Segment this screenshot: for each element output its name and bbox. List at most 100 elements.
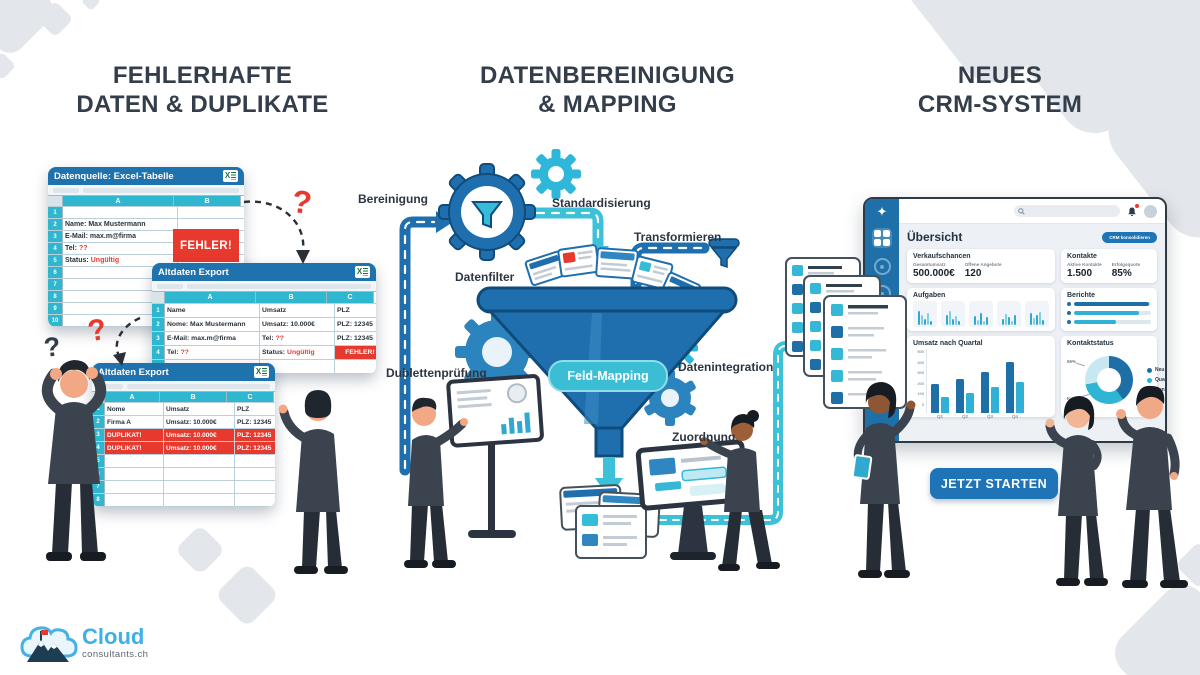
x-label: Q2 <box>961 414 968 419</box>
corner-cell <box>48 196 63 206</box>
avatar[interactable] <box>1144 204 1157 218</box>
cell: Tel: ?? <box>63 243 178 254</box>
cell <box>335 360 376 373</box>
excel-icon: X <box>355 266 370 278</box>
label-datenintegration: Datenintegration <box>678 360 774 374</box>
row-number: 9 <box>48 303 63 314</box>
crm-header-button[interactable]: CRM konsolidieren <box>1102 231 1157 243</box>
bullet-dot <box>1067 320 1071 324</box>
table-row: 8 <box>92 494 275 507</box>
row-number: 3 <box>48 231 63 242</box>
card-kontakte: Kontakte Aktive Kontakte 1.500 Erfolgsqu… <box>1061 249 1157 283</box>
legend-item: Kunde <box>1147 387 1165 393</box>
row-number: 4 <box>92 442 105 454</box>
row-number: 2 <box>152 318 165 331</box>
aufgaben-charts <box>913 301 1049 327</box>
donut-callout-pct: 55% <box>1067 359 1077 364</box>
presentation-board <box>446 374 544 538</box>
stat: Gesamtumsatz 500.000€ <box>913 262 955 279</box>
sidebar-dashboard-icon[interactable] <box>872 228 892 248</box>
excel-icon: X <box>254 366 269 378</box>
jetzt-starten-button[interactable]: JETZT STARTEN <box>930 468 1058 499</box>
bar <box>966 393 974 413</box>
legend-dot <box>1147 367 1152 373</box>
bullet-dot <box>1067 311 1071 315</box>
arrow-down-funnel <box>595 458 623 498</box>
cell: Tel: ?? <box>260 332 335 345</box>
callout-line <box>1076 362 1085 367</box>
cell <box>105 468 164 480</box>
notifications-bell-icon[interactable] <box>1126 204 1139 217</box>
corner-cell <box>152 292 165 303</box>
cell: PLZ <box>335 304 376 317</box>
sidebar-users-icon[interactable] <box>873 285 891 302</box>
table-row: 7 <box>92 481 275 494</box>
cell <box>164 494 235 506</box>
cell: Umsatz: 10.000€ <box>164 442 235 454</box>
search-input[interactable] <box>1014 205 1120 217</box>
report-bar <box>1067 320 1151 324</box>
cell: E-Mail: max.m@firma <box>165 332 260 345</box>
cell: PLZ: 12345 <box>335 318 376 331</box>
bar <box>981 372 989 413</box>
callout-line <box>1081 393 1090 398</box>
table-row: 5 <box>92 455 275 468</box>
cell <box>164 481 235 493</box>
person-back-pointing <box>278 390 348 574</box>
sidebar-settings-icon[interactable] <box>873 258 891 275</box>
label-bereinigung: Bereinigung <box>358 192 429 206</box>
cell: Name <box>165 304 260 317</box>
window-title: Altdaten Export <box>98 366 169 378</box>
column-header: A <box>165 292 256 303</box>
cell: FEHLER! <box>335 346 376 359</box>
bar-group: Q3 <box>981 355 999 419</box>
column-header: B <box>174 196 241 206</box>
column-header: A <box>105 392 160 402</box>
cell: Tel: ?? <box>165 346 260 359</box>
deco-shape <box>174 524 226 576</box>
deco-shape <box>1105 575 1200 675</box>
label-transformieren: Transformieren <box>634 230 722 244</box>
cell: DUPLIKAT! <box>105 442 164 454</box>
row-number: 4 <box>152 346 165 359</box>
label-standardisierung: Standardisierung <box>552 196 651 210</box>
row-number: 10 <box>48 315 63 326</box>
cell <box>63 207 178 218</box>
feld-mapping-banner: Feld-Mapping <box>548 360 668 392</box>
bullet-dot <box>1067 302 1071 306</box>
row-number: 5 <box>92 455 105 467</box>
clean-data-stack-bottom <box>559 484 661 559</box>
card-verkaufschancen: Verkaufschancen Gesamtumsatz 500.000€ Of… <box>907 249 1055 283</box>
window-title: Datenquelle: Excel-Tabelle <box>54 170 174 182</box>
berichte-bars <box>1067 302 1151 324</box>
title-line: DATEN & DUPLIKATE <box>76 90 329 118</box>
cell <box>235 481 275 493</box>
section-title-left: FEHLERHAFTE DATEN & DUPLIKATE <box>55 62 350 120</box>
cell: Status: Ungültig <box>260 346 335 359</box>
section-title-right: NEUES CRM-SYSTEM <box>872 62 1128 120</box>
row-number: 8 <box>92 494 105 506</box>
y-tick: 200 <box>917 380 924 386</box>
crm-main: Übersicht CRM konsolidieren Verkaufschan… <box>899 199 1165 441</box>
mini-bar-chart <box>1025 301 1049 327</box>
kiosk-screen <box>635 439 749 560</box>
cell: DUPLIKAT! <box>105 429 164 441</box>
bar-group: Q1 <box>931 355 949 419</box>
formula-bar <box>152 281 376 291</box>
table-row: 1 <box>48 207 244 219</box>
pipe-transformieren <box>630 242 710 306</box>
cell <box>105 481 164 493</box>
page-title: Übersicht <box>907 230 963 244</box>
search-icon <box>1018 207 1025 215</box>
cell: Umsatz <box>164 403 235 415</box>
